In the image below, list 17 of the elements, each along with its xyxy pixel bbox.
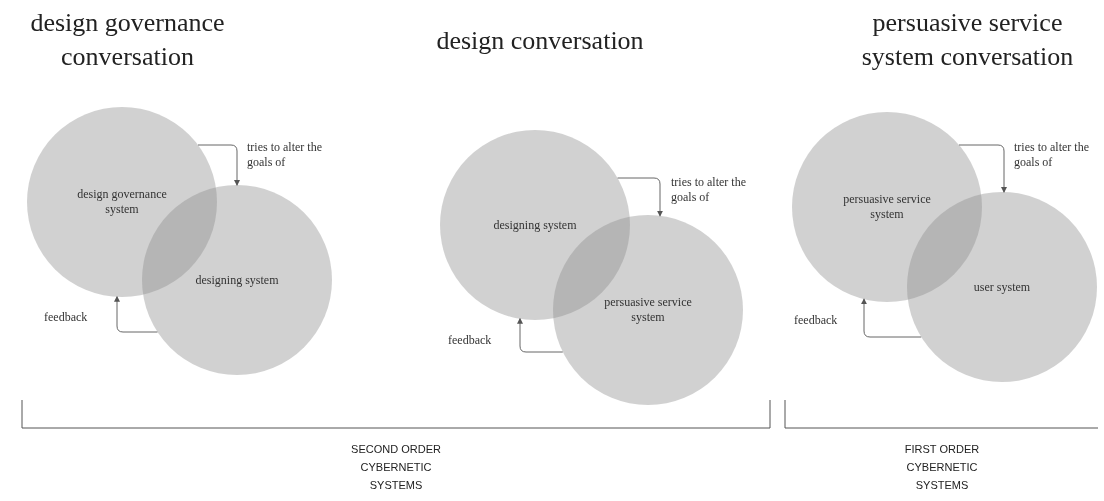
bracket-label: SECOND ORDER CYBERNETIC SYSTEMS xyxy=(350,442,442,493)
circle-label: persuasive service system xyxy=(842,192,932,222)
arrow xyxy=(861,298,922,338)
circle-label: user system xyxy=(972,279,1032,295)
arrow xyxy=(958,144,1007,193)
arrow xyxy=(197,144,240,186)
arrow xyxy=(114,295,158,333)
circle-label: designing system xyxy=(492,217,578,233)
section-title: design conversation xyxy=(435,25,645,57)
bracket-label: FIRST ORDER CYBERNETIC SYSTEMS xyxy=(903,442,981,493)
section-title: persuasive service system conversation xyxy=(860,7,1075,73)
arrow xyxy=(517,317,564,353)
section-title: design governance conversation xyxy=(29,7,226,73)
circle-label: designing system xyxy=(194,272,280,288)
circle-label: design governance system xyxy=(76,187,168,217)
arrow xyxy=(617,177,663,217)
circle-label: persuasive service system xyxy=(603,295,693,325)
